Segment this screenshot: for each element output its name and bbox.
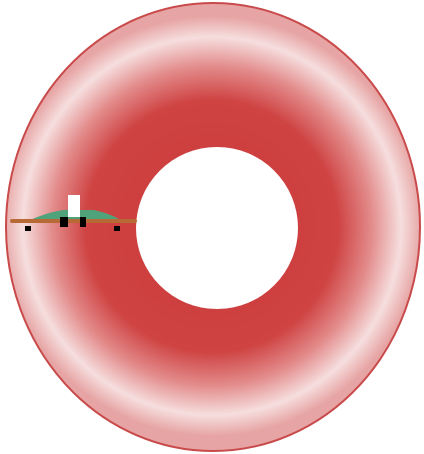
block-marker-icon bbox=[25, 226, 31, 231]
block-marker-icon bbox=[114, 226, 120, 231]
platform-arm bbox=[10, 219, 137, 223]
block-marker-icon bbox=[60, 217, 68, 227]
center-hole bbox=[136, 147, 298, 309]
tower-icon bbox=[68, 195, 80, 217]
block-marker-icon bbox=[80, 217, 86, 227]
